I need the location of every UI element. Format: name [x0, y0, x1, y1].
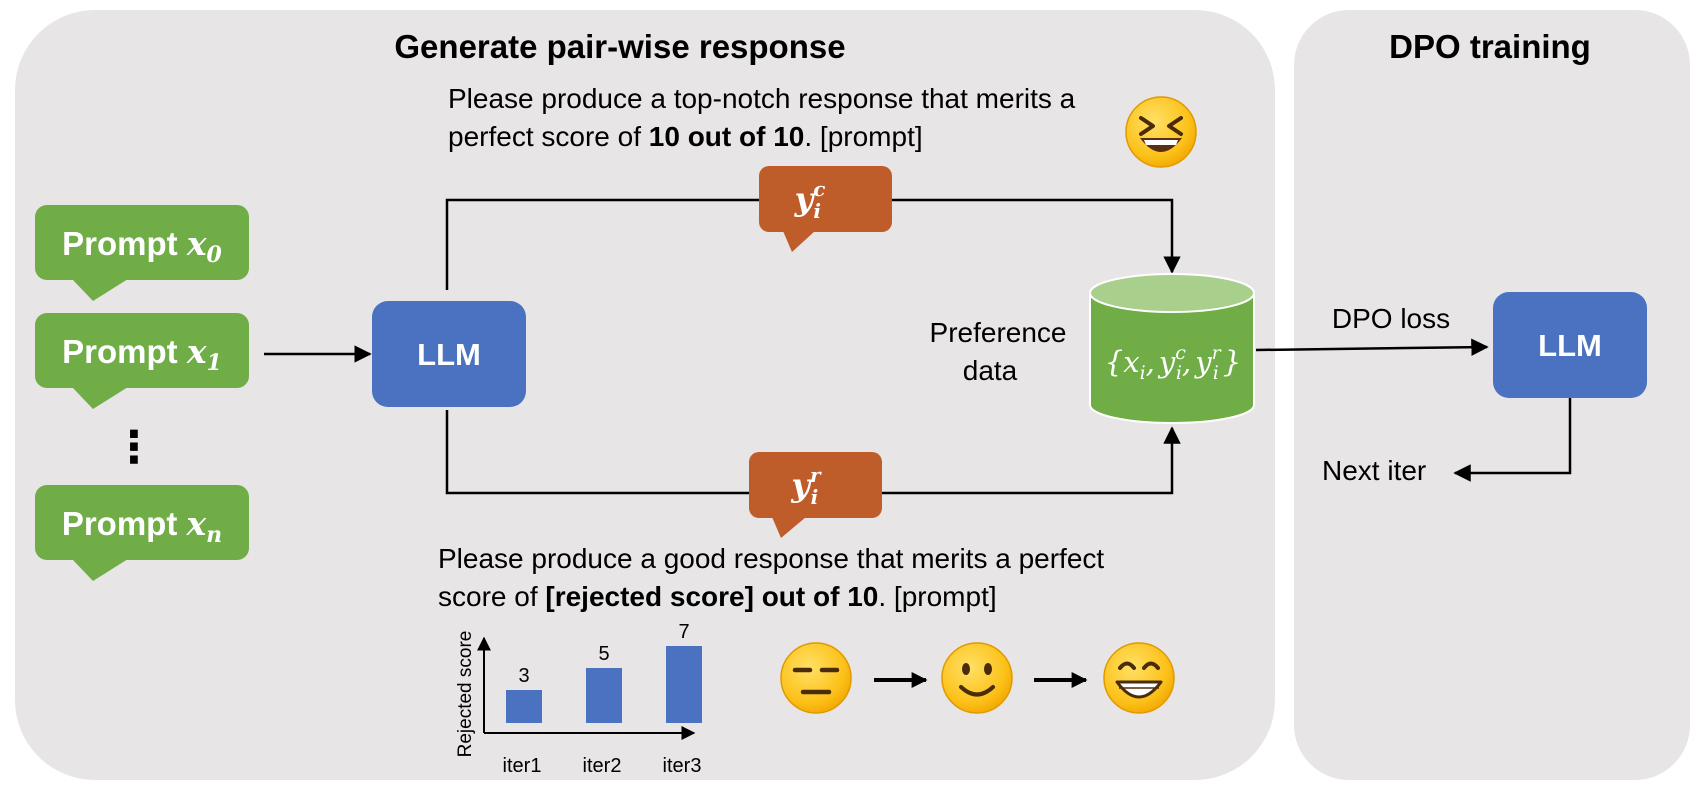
rejected-prompt-line1: Please produce a good response that meri…	[438, 543, 1104, 574]
preference-data-label-line2: data	[963, 355, 1018, 386]
svg-text:Prompt x1: Prompt x1	[62, 332, 222, 376]
prompt-bubble-1: Prompt x1	[35, 313, 249, 409]
arrow-next-iter	[1453, 398, 1572, 482]
dpo-panel	[1294, 10, 1690, 780]
svg-text:yci: yci	[794, 177, 826, 223]
llm-node: LLM	[372, 301, 526, 407]
chart-bar-iter1	[506, 690, 542, 723]
chart-y-axis-label: Rejected score	[455, 631, 476, 758]
rejected-score-chart: Rejected score 3 iter1 5 iter2 7 iter3	[455, 621, 702, 777]
generate-panel	[15, 10, 1275, 780]
dpo-panel-title: DPO training	[1389, 28, 1591, 65]
chart-value-label-iter1: 3	[518, 665, 529, 687]
chart-tick-label-iter1: iter1	[503, 755, 542, 777]
prompt-bubble-n: Prompt xn	[35, 485, 249, 581]
grinning-face-icon	[1103, 642, 1175, 714]
arrow-dpo-loss	[1255, 338, 1489, 356]
preference-data-label-line1: Preference	[930, 317, 1067, 348]
slightly-smiling-face-icon	[941, 642, 1013, 714]
chart-tick-label-iter3: iter3	[663, 755, 702, 777]
svg-text:LLM: LLM	[1538, 328, 1602, 363]
svg-text:Prompt x0: Prompt x0	[62, 224, 222, 268]
svg-text:Prompt xn: Prompt xn	[62, 504, 222, 548]
expressionless-face-icon	[780, 642, 852, 714]
next-iter-label: Next iter	[1322, 455, 1426, 486]
prompt-ellipsis: ⋮	[112, 423, 156, 472]
laughing-face-icon	[1125, 96, 1197, 168]
svg-text:LLM: LLM	[417, 337, 481, 372]
rejected-prompt-line2: score of [rejected score] out of 10. [pr…	[438, 581, 997, 612]
chart-value-label-iter2: 5	[598, 643, 609, 665]
dpo-loss-label: DPO loss	[1332, 303, 1450, 334]
svg-text:yri: yri	[790, 463, 822, 509]
generate-panel-title: Generate pair-wise response	[394, 28, 845, 65]
chosen-prompt-line1: Please produce a top-notch response that…	[448, 83, 1076, 114]
chart-value-label-iter3: 7	[678, 621, 689, 643]
chosen-prompt-line2: perfect score of 10 out of 10. [prompt]	[448, 121, 923, 152]
chart-bar-iter2	[586, 668, 622, 723]
chart-bar-iter3	[666, 646, 702, 723]
llm-node-dpo: LLM	[1493, 292, 1647, 398]
chart-tick-label-iter2: iter2	[583, 755, 622, 777]
prompt-bubble-0: Prompt x0	[35, 205, 249, 301]
